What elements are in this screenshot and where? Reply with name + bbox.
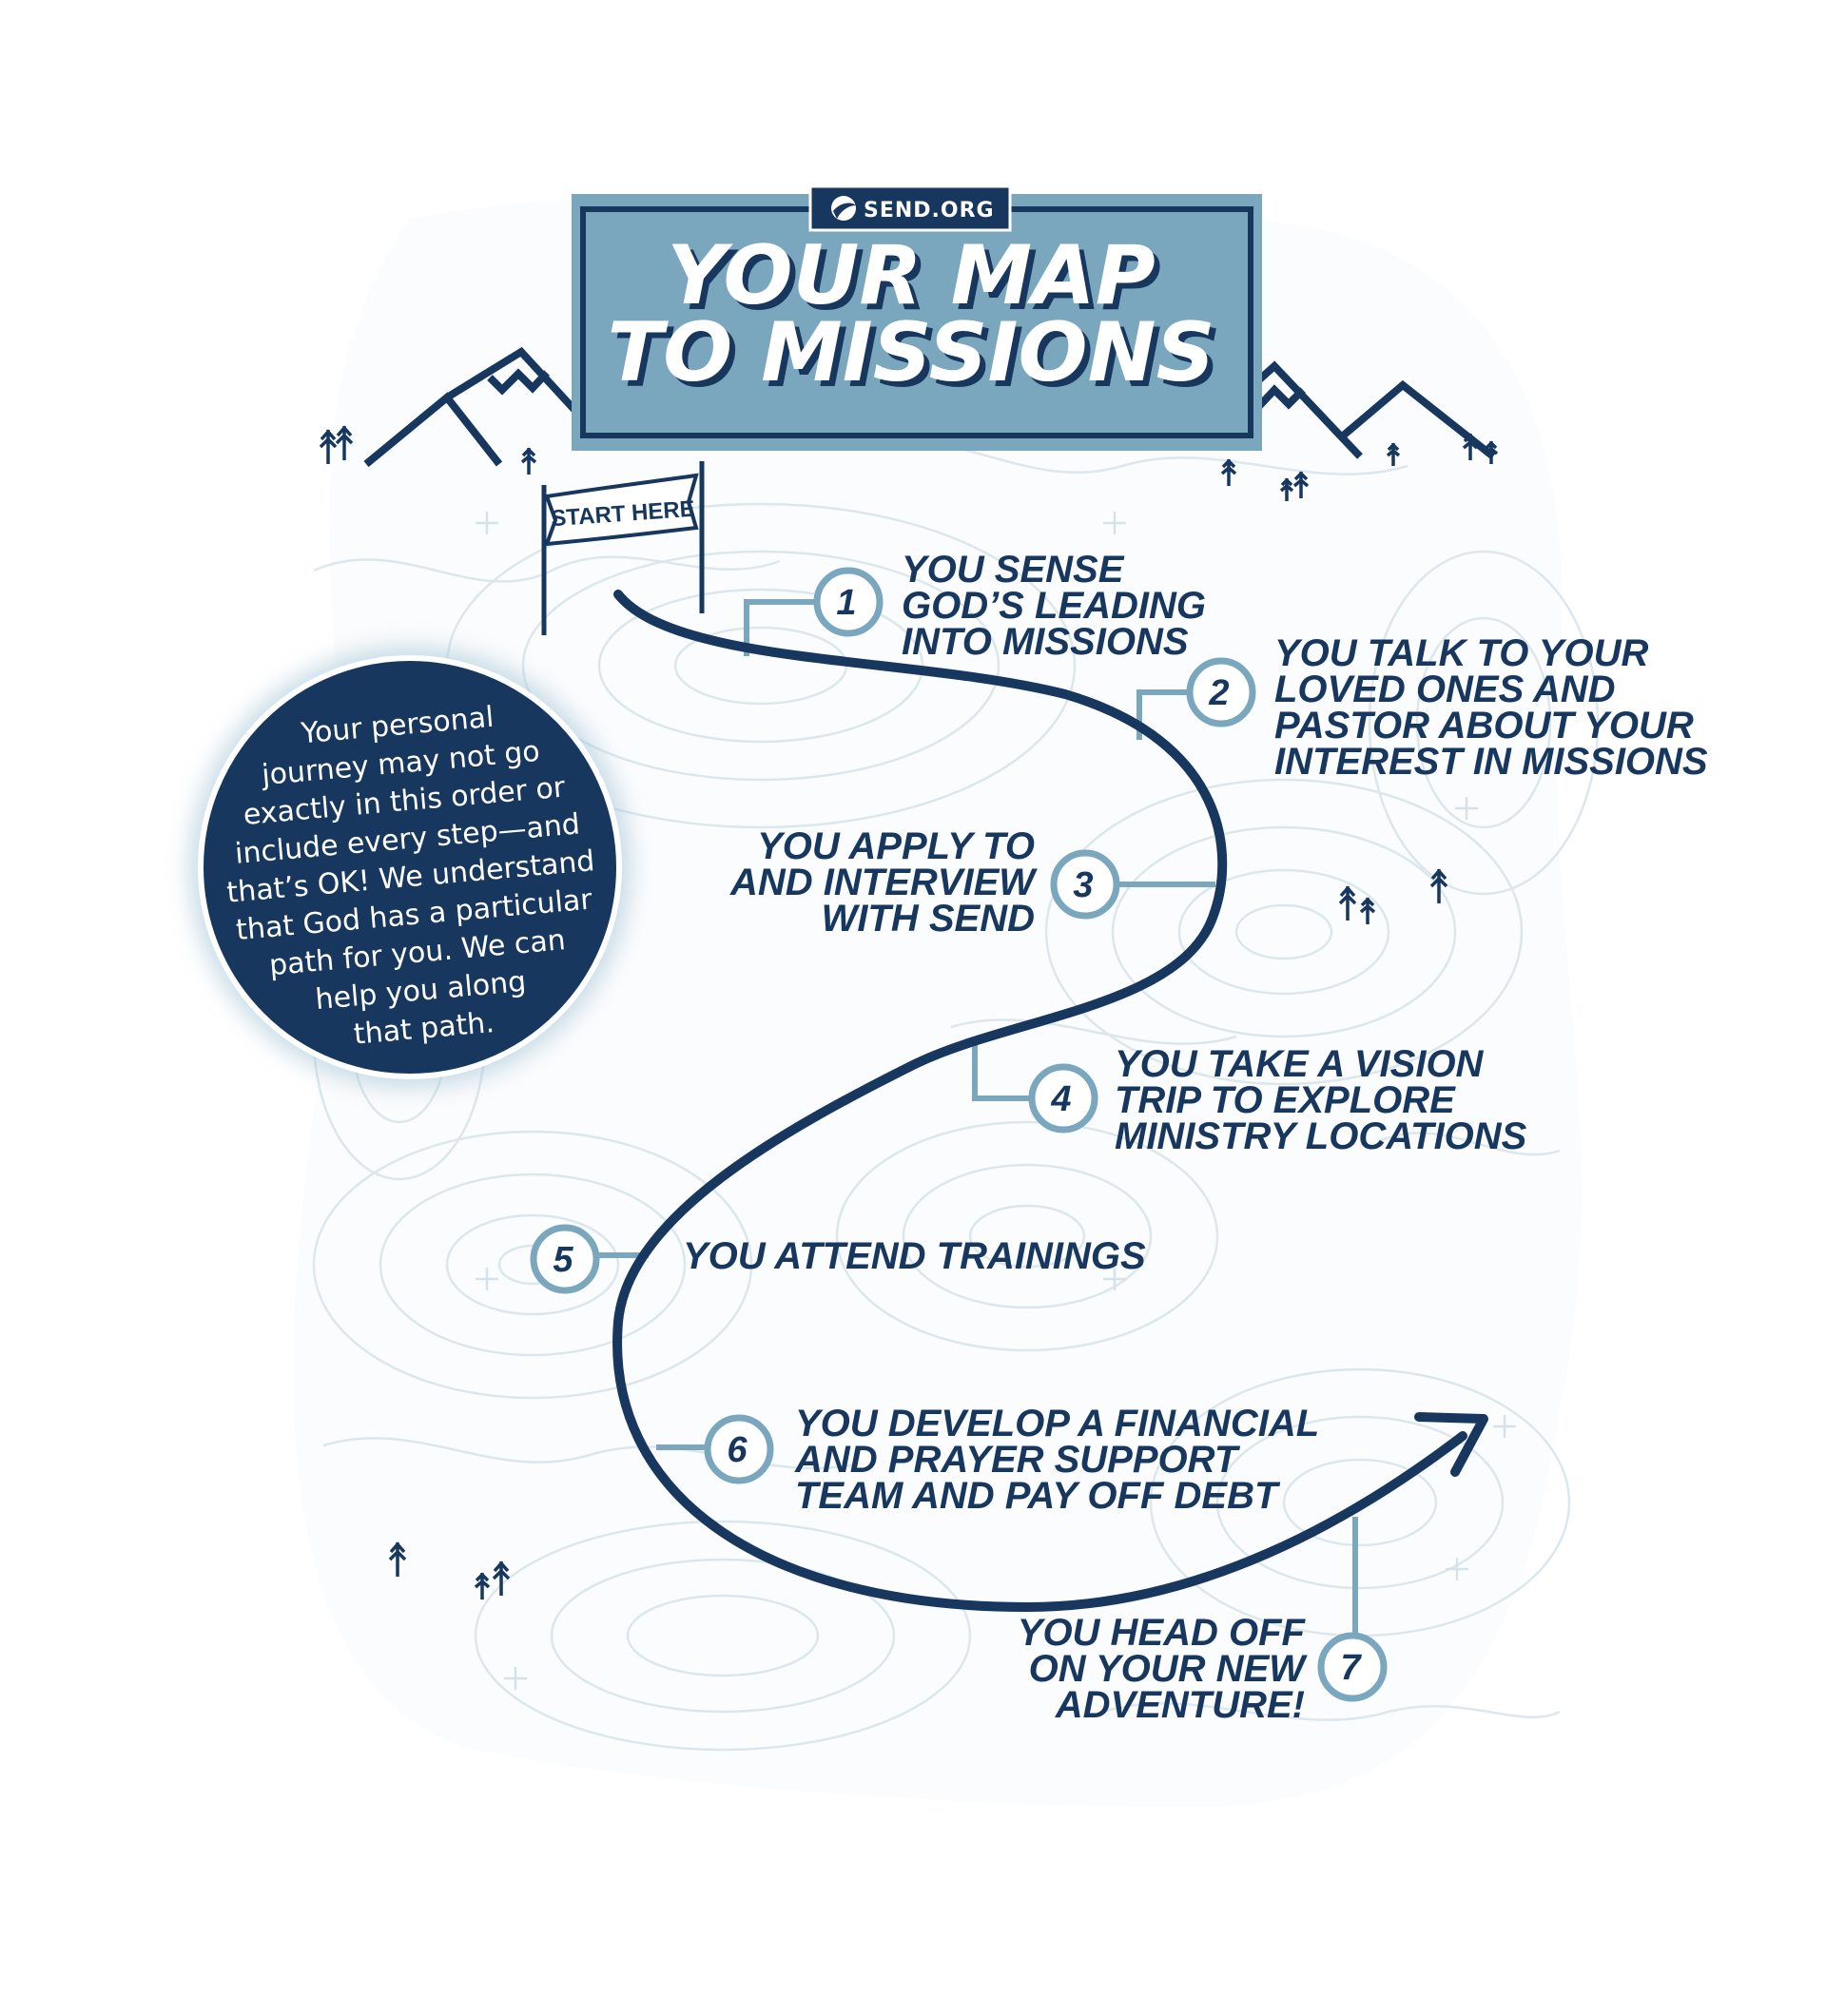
step-2-line-2: LOVED ONES AND xyxy=(1274,669,1616,710)
step-1-line-3: INTO MISSIONS xyxy=(902,621,1189,663)
step-4-line-3: MINISTRY LOCATIONS xyxy=(1115,1115,1527,1157)
step-6-line-1: YOU DEVELOP A FINANCIAL xyxy=(795,1403,1319,1444)
step-6-number: 6 xyxy=(727,1430,748,1470)
pine-trees xyxy=(319,425,1499,1599)
tree-icon xyxy=(1359,897,1376,924)
tree-icon xyxy=(319,429,338,464)
journey-path xyxy=(612,590,1488,1613)
step-7: 7 YOU HEAD OFF ON YOUR NEW ADVENTURE! xyxy=(1018,1612,1388,1726)
step-3-line-1: YOU APPLY TO xyxy=(757,825,1035,867)
logo-text: SEND.ORG xyxy=(864,199,995,223)
tree-icon xyxy=(1292,471,1310,498)
grid-cross-marks xyxy=(476,512,1516,1690)
tree-icon xyxy=(335,425,354,460)
step-1-number: 1 xyxy=(836,583,856,623)
step-7-line-2: ON YOUR NEW xyxy=(1029,1648,1309,1690)
mountain-right-far xyxy=(1338,379,1496,460)
step-4-number: 4 xyxy=(1050,1079,1071,1119)
step-4-line-1: YOU TAKE A VISION xyxy=(1115,1043,1485,1085)
tree-icon xyxy=(1338,885,1357,921)
step-2-line-1: YOU TALK TO YOUR xyxy=(1274,632,1648,674)
tree-icon xyxy=(1279,477,1294,501)
step-4: 4 YOU TAKE A VISION TRIP TO EXPLORE MINI… xyxy=(1028,1043,1527,1157)
step-2-line-3: PASTOR ABOUT YOUR xyxy=(1274,705,1694,746)
send-org-logo[interactable]: SEND.ORG xyxy=(808,184,1012,232)
step-6: 6 YOU DEVELOP A FINANCIAL AND PRAYER SUP… xyxy=(704,1403,1319,1517)
step-7-line-3: ADVENTURE! xyxy=(1055,1684,1305,1726)
banner-title-line1-front: YOUR MAP xyxy=(667,228,1155,323)
step-5-number: 5 xyxy=(553,1240,573,1280)
step-3: 3 YOU APPLY TO AND INTERVIEW WITH SEND xyxy=(729,825,1120,940)
step-3-line-3: WITH SEND xyxy=(822,898,1035,940)
banner-title-line2: TO MISSIONS xyxy=(612,311,1220,406)
step-6-line-2: AND PRAYER SUPPORT xyxy=(794,1439,1241,1481)
step-7-number: 7 xyxy=(1340,1648,1362,1688)
step-2-number: 2 xyxy=(1208,673,1229,713)
step-1-line-1: YOU SENSE xyxy=(902,549,1125,591)
banner-title-line2-front: TO MISSIONS xyxy=(607,305,1214,400)
tree-icon xyxy=(1484,440,1499,464)
start-flag: START HERE xyxy=(541,461,705,635)
step-3-line-2: AND INTERVIEW xyxy=(729,862,1038,903)
step-7-line-1: YOU HEAD OFF xyxy=(1018,1612,1307,1654)
tree-icon xyxy=(492,1560,511,1596)
path-arrowhead xyxy=(1414,1412,1488,1477)
title-banner: YOUR MAP YOUR MAP TO MISSIONS TO MISSION… xyxy=(572,194,1262,451)
tree-icon xyxy=(1462,433,1479,460)
step-3-number: 3 xyxy=(1073,865,1093,905)
banner-title-line1: YOUR MAP xyxy=(672,234,1160,329)
tree-icon xyxy=(388,1541,407,1577)
tree-icon xyxy=(474,1572,491,1599)
mountain-left-snowcap xyxy=(487,368,550,396)
connector-1 xyxy=(744,599,818,656)
step-1: 1 YOU SENSE GOD’S LEADING INTO MISSIONS xyxy=(813,549,1206,663)
step-6-line-3: TEAM AND PAY OFF DEBT xyxy=(795,1475,1281,1517)
step-4-line-2: TRIP TO EXPLORE xyxy=(1115,1079,1456,1121)
step-5-line-1: YOU ATTEND TRAININGS xyxy=(683,1235,1146,1277)
tree-icon xyxy=(1220,458,1237,486)
tree-icon xyxy=(1429,868,1448,903)
send-logo-icon xyxy=(831,196,856,221)
step-5: 5 YOU ATTEND TRAININGS xyxy=(530,1224,1146,1294)
tree-icon xyxy=(520,447,537,475)
tree-icon xyxy=(1386,442,1401,466)
connector-4 xyxy=(972,1041,1035,1101)
journey-note: Your personal journey may not go exactly… xyxy=(189,647,631,1088)
step-2: 2 YOU TALK TO YOUR LOVED ONES AND PASTOR… xyxy=(1186,632,1708,783)
step-1-line-2: GOD’S LEADING xyxy=(902,585,1206,627)
step-2-line-4: INTEREST IN MISSIONS xyxy=(1274,741,1708,783)
